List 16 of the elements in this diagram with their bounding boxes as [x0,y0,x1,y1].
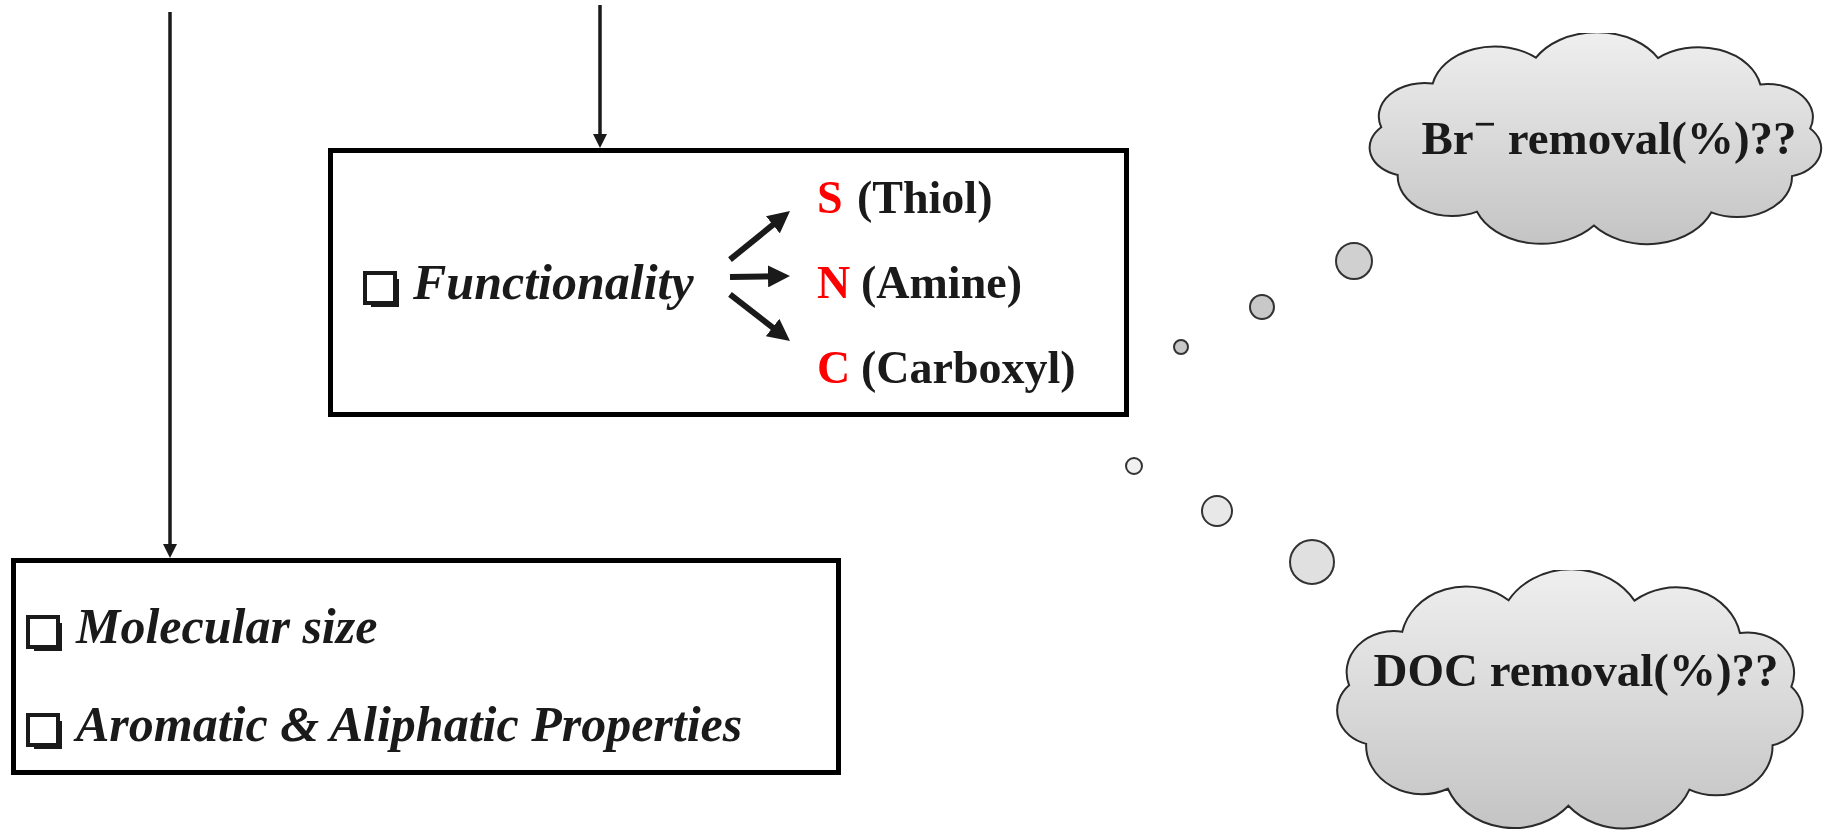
cloud-text: Br$^{−}$ removal(%)?? [1421,104,1797,162]
arrow [728,211,790,262]
group-name: (Amine) [861,260,1022,306]
cloud-text: DOC removal(%)?? [1373,646,1779,694]
arrow [729,265,790,288]
arrow [163,12,177,558]
element-symbol: N [817,260,851,306]
text-box [328,148,1129,417]
group-name: (Thiol) [857,175,993,221]
text-box [11,558,841,775]
group-name: (Carboxyl) [861,345,1076,391]
arrow [728,292,790,341]
element-symbol: C [817,345,851,391]
list-item-text: Molecular size [76,601,378,651]
element-symbol: S [817,175,843,221]
arrow [593,5,607,148]
